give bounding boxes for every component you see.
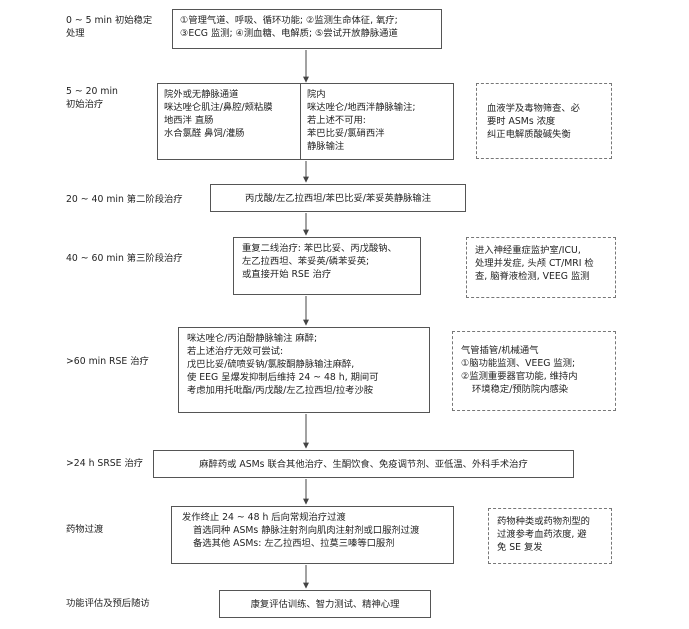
- stage-label-srse: >24 h SRSE 治疗: [66, 458, 144, 469]
- initial-treatment-in-hospital: 院内 咪达唑仑/地西泮静脉输注; 若上述不可用: 苯巴比妥/氯硝西泮 静脉输注: [307, 89, 416, 152]
- stage-label-5-20min: 5 ~ 20 min 初始治疗: [66, 86, 118, 110]
- stage-label-40-60min: 40 ~ 60 min 第三阶段治疗: [66, 253, 183, 264]
- box-functional-assessment: 康复评估训练、智力测试、精神心理: [219, 590, 431, 618]
- box-initial-treatment: 院外或无静脉通道 咪达唑仑肌注/鼻腔/颊粘膜 地西泮 直肠 水合氯醛 鼻饲/灌肠…: [157, 83, 454, 160]
- box-drug-transition: 发作终止 24 ~ 48 h 后向常规治疗过渡 首选同种 ASMs 静脉注射剂向…: [171, 506, 454, 564]
- stage-label-20-40min: 20 ~ 40 min 第二阶段治疗: [66, 194, 183, 205]
- stage-label-rse: >60 min RSE 治疗: [66, 356, 149, 367]
- stage-label-drug-transition: 药物过渡: [66, 524, 104, 535]
- note-lab-screening: 血液学及毒物筛查、必 要时 ASMs 浓度 纠正电解质酸碱失衡: [476, 83, 612, 159]
- note-drug-transition-reference: 药物种类或药物剂型的 过渡参考血药浓度, 避 免 SE 复发: [488, 508, 612, 564]
- box-initial-stabilization: ①管理气道、呼吸、循环功能; ②监测生命体征, 氧疗; ③ECG 监测; ④测血…: [172, 9, 442, 49]
- box-srse-treatment: 麻醉药或 ASMs 联合其他治疗、生酮饮食、免疫调节剂、亚低温、外科手术治疗: [153, 450, 574, 478]
- box-rse-treatment: 咪达唑仑/丙泊酚静脉输注 麻醉; 若上述治疗无效可尝试: 戊巴比妥/硫喷妥钠/氯…: [178, 327, 430, 413]
- note-intubation-monitoring: 气管插管/机械通气 ①脑功能监测、VEEG 监测; ②监测重要器官功能, 维持内…: [452, 331, 616, 411]
- box-second-stage: 丙戊酸/左乙拉西坦/苯巴比妥/苯妥英静脉输注: [210, 184, 466, 212]
- initial-treatment-out-of-hospital: 院外或无静脉通道 咪达唑仑肌注/鼻腔/颊粘膜 地西泮 直肠 水合氯醛 鼻饲/灌肠: [158, 84, 301, 159]
- stage-label-followup: 功能评估及预后随访: [66, 598, 150, 609]
- box-third-stage: 重复二线治疗: 苯巴比妥、丙戊酸钠、 左乙拉西坦、苯妥英/磷苯妥英; 或直接开始…: [233, 237, 421, 295]
- stage-label-0-5min: 0 ~ 5 min 初始稳定 处理: [66, 15, 153, 39]
- note-icu-monitoring: 进入神经重症监护室/ICU, 处理并发症, 头颅 CT/MRI 检 查, 脑脊液…: [466, 237, 616, 298]
